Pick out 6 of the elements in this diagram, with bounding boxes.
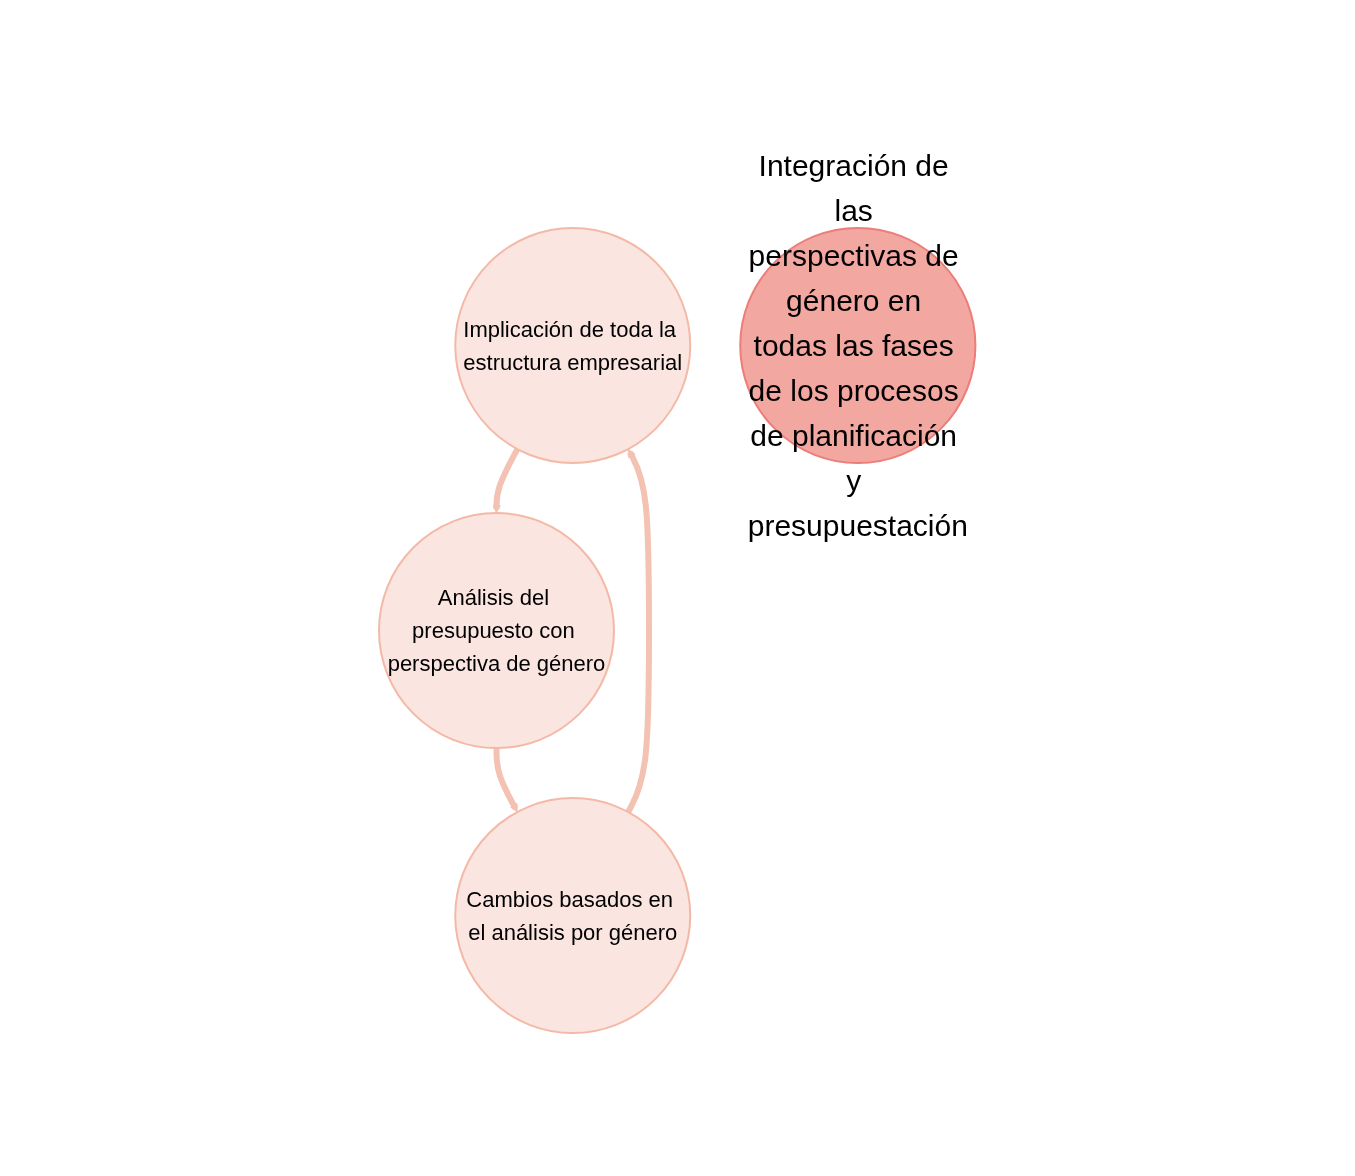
arrow bbox=[493, 748, 519, 813]
arrow bbox=[625, 448, 653, 814]
node-circle: Análisis del presupuesto con perspectiva de género bbox=[378, 512, 616, 750]
arrow bbox=[492, 447, 521, 514]
node-circle: Cambios basados en el análisis por género bbox=[454, 797, 692, 1035]
node-circle: Implicación de toda la estructura empresarial bbox=[454, 226, 692, 464]
